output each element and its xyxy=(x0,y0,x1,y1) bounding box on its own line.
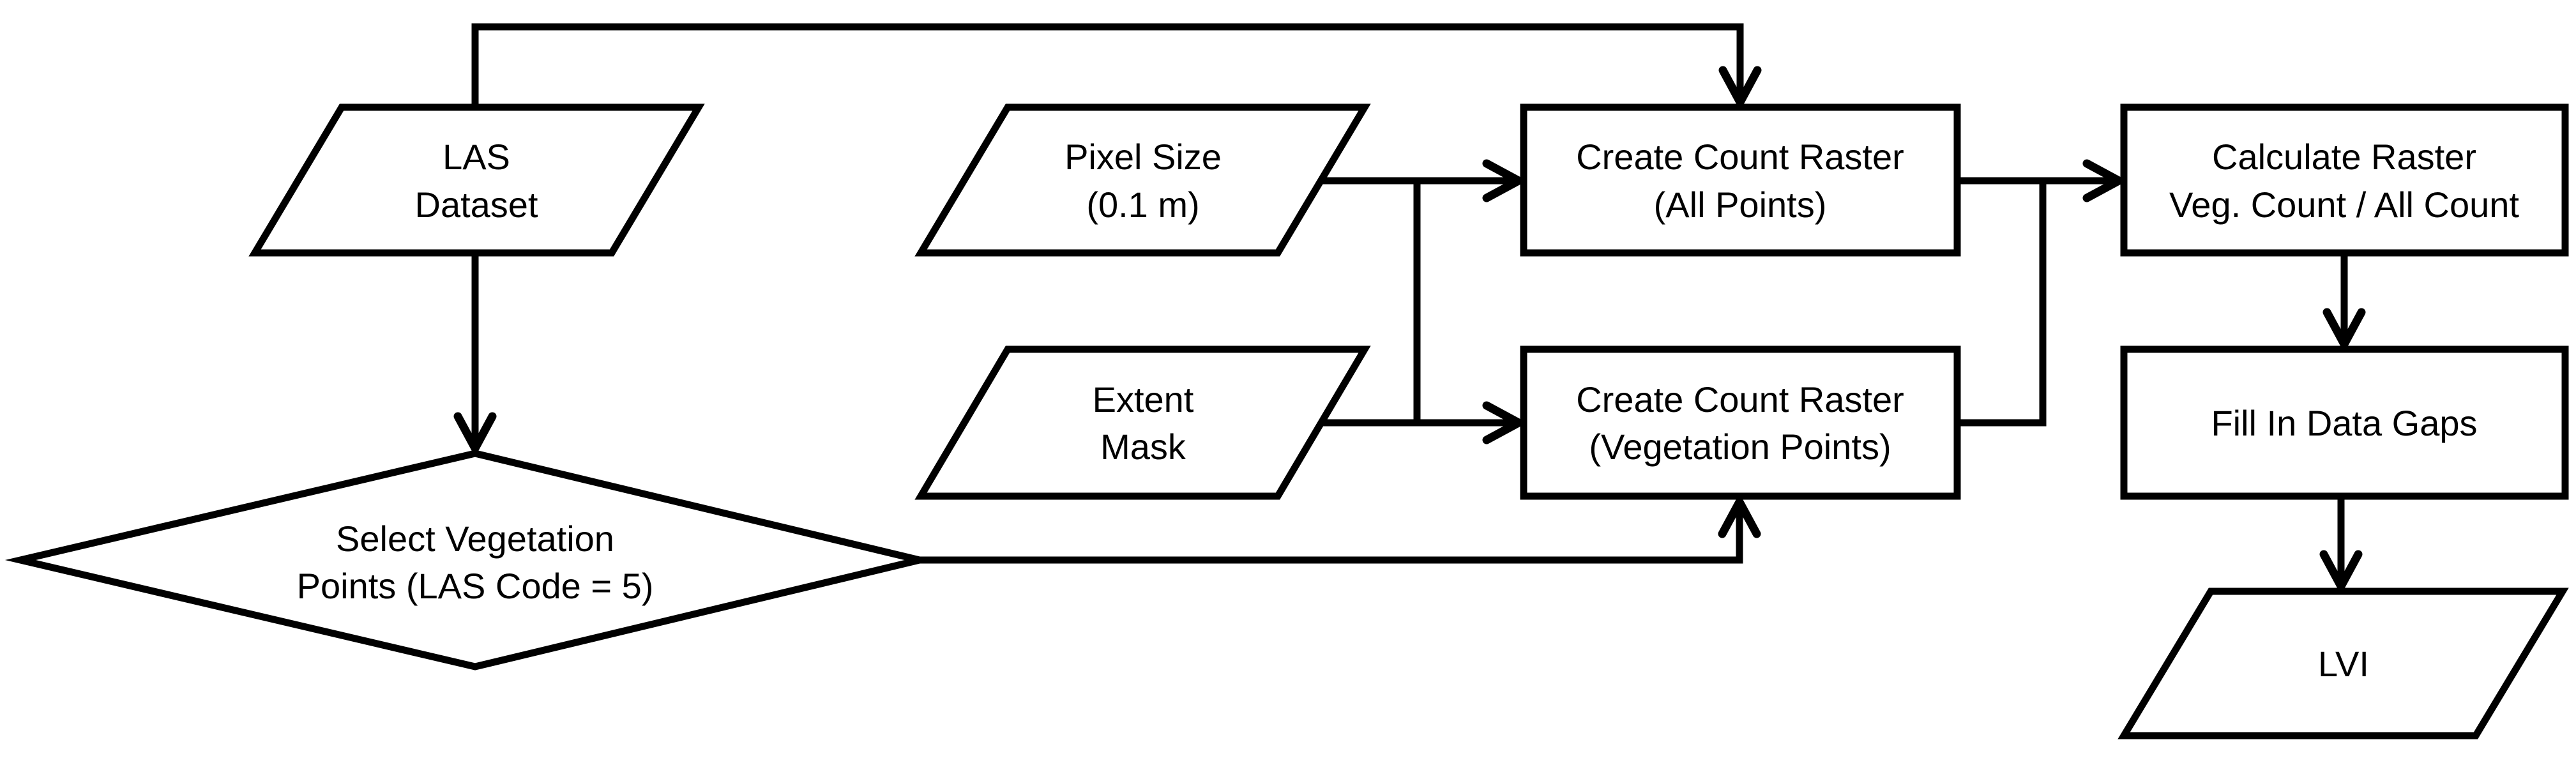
node-pixel-size: Pixel Size (0.1 m) xyxy=(914,103,1371,257)
node-lvi: LVI xyxy=(2118,587,2569,739)
fill-gaps-shape xyxy=(2120,345,2569,500)
node-select-vegetation: Select Vegetation Points (LAS Code = 5) xyxy=(4,450,935,671)
count-raster-all-shape xyxy=(1520,103,1961,257)
pixel-size-shape xyxy=(914,103,1371,257)
las-dataset-label-line2: Dataset xyxy=(415,185,538,225)
lvi-shape xyxy=(2118,587,2569,739)
extent-mask-label-line1: Extent xyxy=(1093,379,1194,420)
calculate-raster-label-line2: Veg. Count / All Count xyxy=(2169,185,2519,225)
node-fill-gaps: Fill In Data Gaps xyxy=(2120,345,2569,500)
node-extent-mask: Extent Mask xyxy=(914,345,1371,500)
select-vegetation-label-line1: Select Vegetation xyxy=(336,519,614,559)
edge-select-vegetation-to-count-raster-veg xyxy=(916,497,1761,564)
node-calculate-raster: Calculate Raster Veg. Count / All Count xyxy=(2120,103,2569,257)
node-count-raster-all: Create Count Raster (All Points) xyxy=(1520,103,1961,257)
count-raster-veg-shape xyxy=(1520,345,1961,500)
count-raster-veg-label-line2: (Vegetation Points) xyxy=(1589,427,1891,467)
count-raster-all-label-line1: Create Count Raster xyxy=(1576,137,1904,177)
calculate-raster-label-line1: Calculate Raster xyxy=(2212,137,2476,177)
node-las-dataset: LAS Dataset xyxy=(248,103,705,257)
select-vegetation-label-line2: Points (LAS Code = 5) xyxy=(297,566,654,606)
edge-las-dataset-to-count-raster-all xyxy=(471,23,1762,107)
las-dataset-label-line1: LAS xyxy=(443,137,510,177)
select-vegetation-shape xyxy=(4,450,935,671)
las-dataset-shape xyxy=(248,103,705,257)
extent-mask-shape xyxy=(914,345,1371,500)
count-raster-all-label-line2: (All Points) xyxy=(1654,185,1827,225)
node-count-raster-veg: Create Count Raster (Vegetation Points) xyxy=(1520,345,1961,500)
pixel-size-label-line1: Pixel Size xyxy=(1064,137,1222,177)
fill-gaps-label: Fill In Data Gaps xyxy=(2211,403,2477,443)
lvi-label: LVI xyxy=(2318,644,2369,684)
extent-mask-label-line2: Mask xyxy=(1100,427,1186,467)
calculate-raster-shape xyxy=(2120,103,2569,257)
pixel-size-label-line2: (0.1 m) xyxy=(1086,185,1199,225)
edge-count-raster-veg-join xyxy=(1957,181,2047,427)
count-raster-veg-label-line1: Create Count Raster xyxy=(1576,379,1904,420)
